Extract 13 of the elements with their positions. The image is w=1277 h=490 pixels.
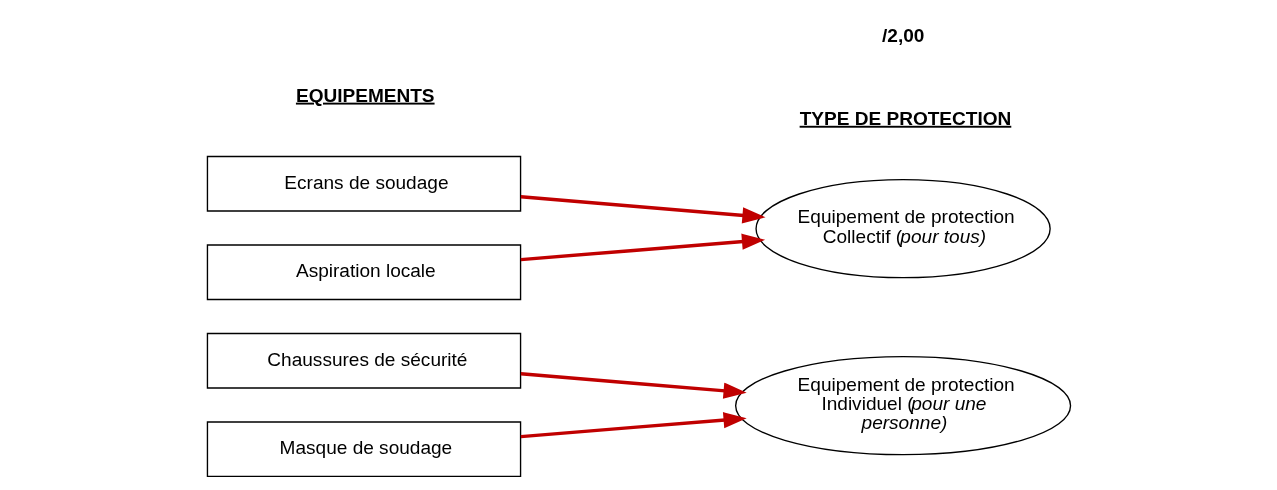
node-box: Chaussures de sécurité (206, 332, 521, 389)
label: /2,00 (881, 24, 924, 46)
arrow (520, 412, 747, 439)
arrow (520, 195, 766, 224)
label: TYPE DE PROTECTION (799, 107, 1011, 129)
label: EQUIPEMENTS (295, 84, 435, 106)
node-ellipse: Equipement de protection Individuel (pour une personne) (734, 355, 1071, 456)
node-ellipse: Equipement de protection Collectif (pour tous) (754, 178, 1051, 279)
node-box: Masque de soudage (206, 421, 521, 478)
arrow (520, 372, 747, 399)
arrow (520, 233, 765, 262)
node-box: Aspiration locale (206, 244, 521, 301)
node-box: Ecrans de soudage (206, 155, 521, 212)
